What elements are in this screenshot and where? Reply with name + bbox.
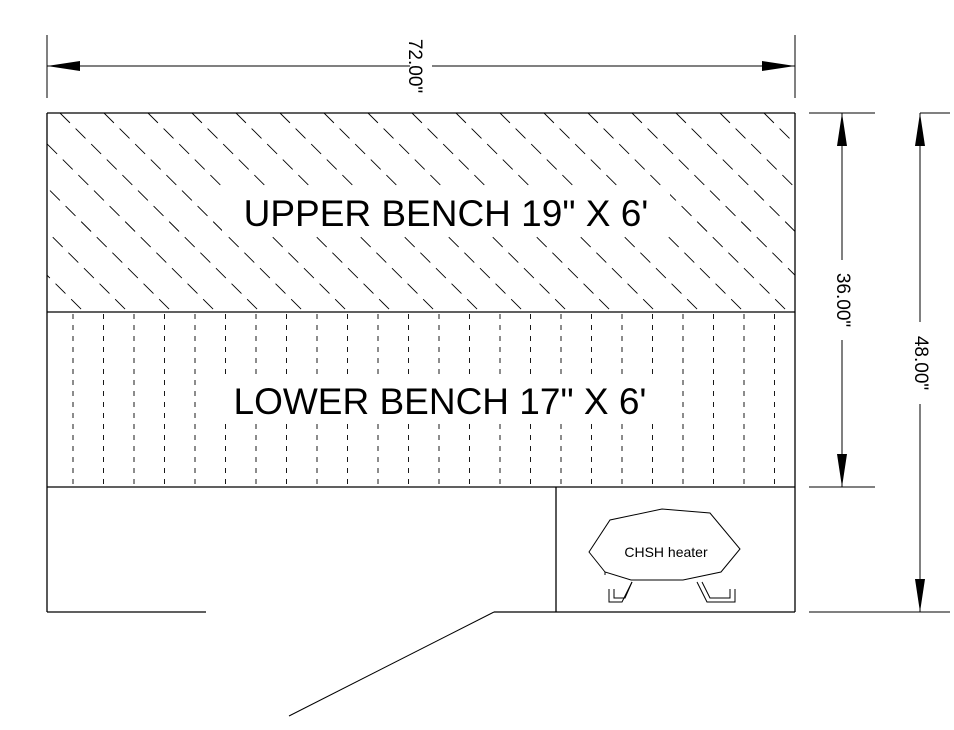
room-outline <box>46 112 796 613</box>
door-swing-line <box>288 611 495 717</box>
room-depth-label: 48.00" <box>910 336 931 390</box>
lower-bench-slats <box>72 314 775 487</box>
width-dimension <box>46 35 796 98</box>
bench-depth-label: 36.00" <box>832 273 853 327</box>
upper-label-mask <box>222 190 670 236</box>
lower-label-mask <box>212 378 670 424</box>
bench-depth-dimension <box>809 112 875 488</box>
heater-label: CHSH heater <box>624 544 708 560</box>
upper-bench-label: UPPER BENCH 19" X 6' <box>244 193 649 234</box>
heater-icon <box>588 508 741 603</box>
lower-bench-label: LOWER BENCH 17" X 6' <box>234 381 647 422</box>
room-depth-dimension <box>809 112 950 613</box>
width-dimension-label: 72.00" <box>404 39 425 93</box>
